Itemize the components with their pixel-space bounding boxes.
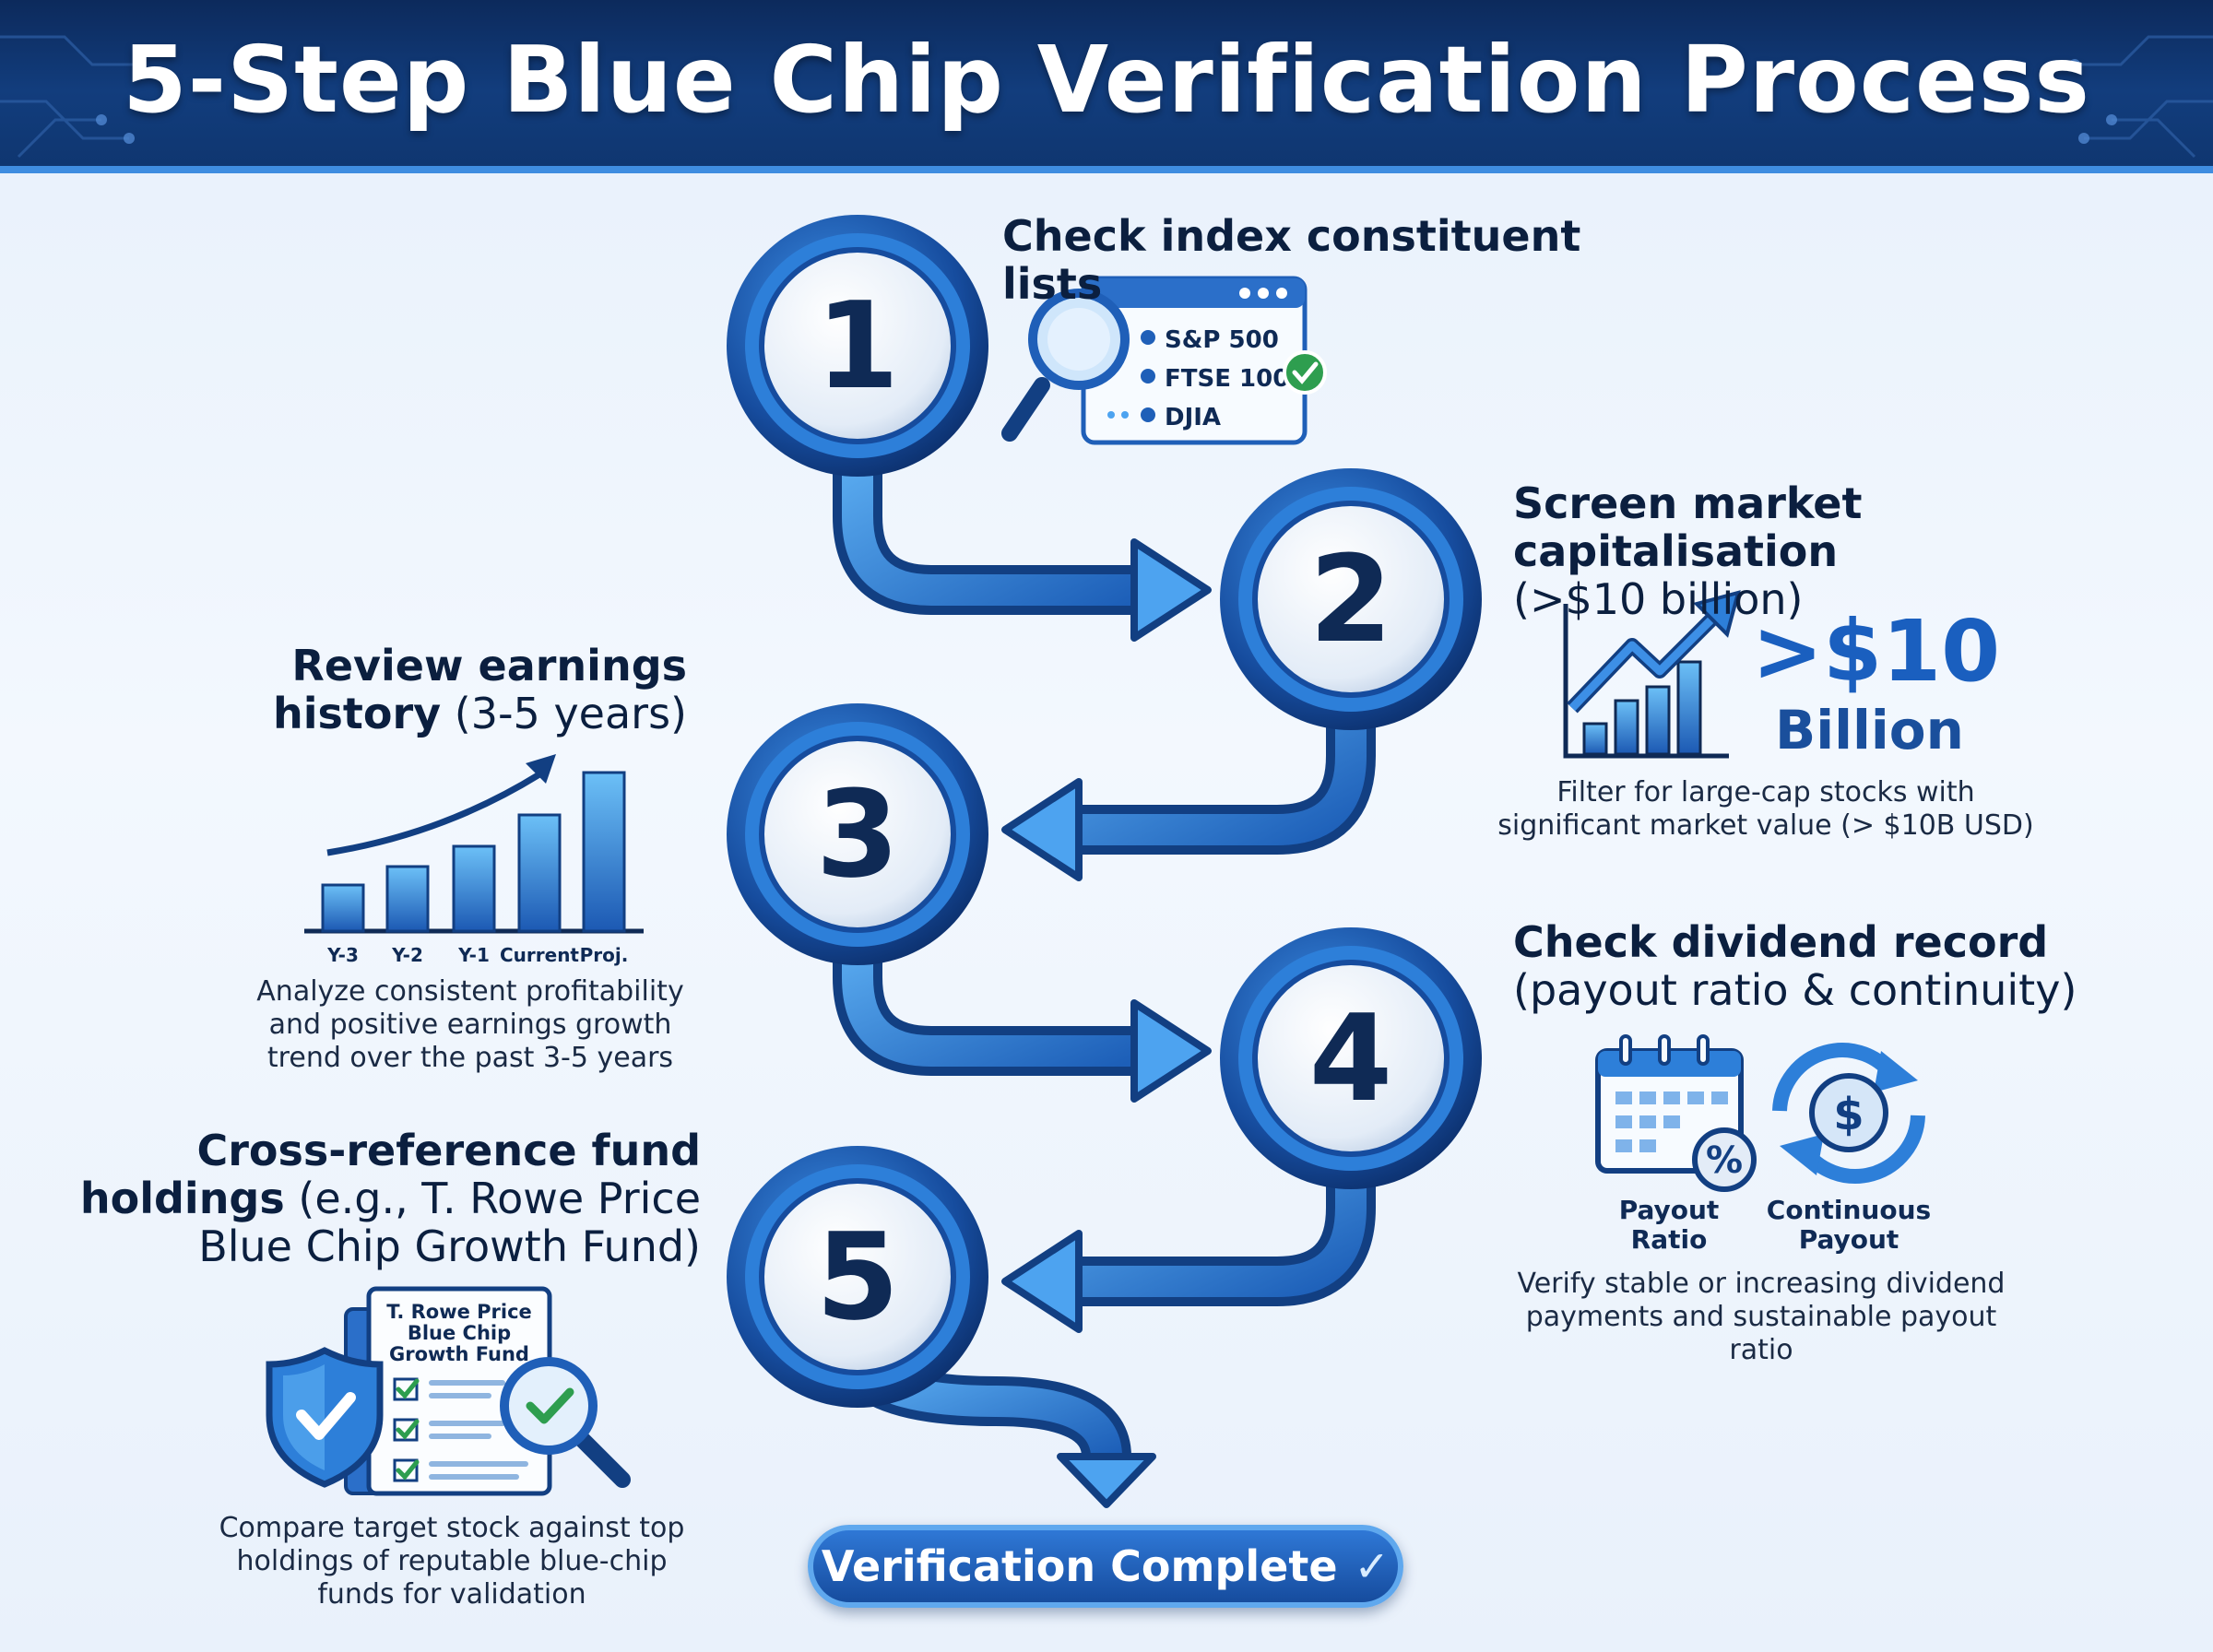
continuous-payout-label-1: Continuous xyxy=(1767,1195,1931,1225)
arrowhead-down-icon xyxy=(1057,1453,1156,1508)
step-2-number: 2 xyxy=(1309,529,1392,669)
arrowhead-left-icon xyxy=(1001,778,1083,881)
calendar-icon: % xyxy=(1595,1034,1757,1192)
header-banner: 5-Step Blue Chip Verification Process xyxy=(0,0,2213,173)
checkmark-icon: ✓ xyxy=(1354,1541,1391,1591)
arrowhead-right-icon xyxy=(1130,999,1212,1103)
earnings-chart-icon xyxy=(304,754,644,934)
doc-title-line-3: Growth Fund xyxy=(389,1343,529,1365)
step-1-heading: Check index constituent lists xyxy=(1002,211,1581,309)
payout-ratio-label-2: Ratio xyxy=(1631,1224,1708,1255)
step-5-heading: Cross-reference fund holdings (e.g., T. … xyxy=(79,1126,701,1271)
step-4-circle: 4 xyxy=(1220,927,1482,1189)
arrowhead-right-icon xyxy=(1130,538,1212,642)
doc-title-line-1: T. Rowe Price xyxy=(386,1301,532,1323)
arrowhead-left-icon xyxy=(1001,1230,1083,1333)
index-djia-label: DJIA xyxy=(1165,404,1221,431)
index-ftse100-label: FTSE 100 xyxy=(1165,365,1289,393)
step-5-number: 5 xyxy=(816,1207,899,1347)
step-1-number: 1 xyxy=(816,276,899,416)
chart-label-y3: Y-3 xyxy=(326,944,359,966)
magnifier-icon xyxy=(1001,289,1130,442)
shield-check-icon xyxy=(266,1347,384,1488)
step-4-number: 4 xyxy=(1309,988,1392,1128)
fund-document-icon: T. Rowe Price Blue Chip Growth Fund xyxy=(344,1286,552,1496)
market-cap-badge-unit: Billion xyxy=(1775,699,1964,761)
percent-symbol: % xyxy=(1706,1139,1743,1182)
market-cap-badge-value: >$10 xyxy=(1752,602,2000,701)
step-4-heading: Check dividend record (payout ratio & co… xyxy=(1513,917,2077,1015)
continuous-payout-label-2: Payout xyxy=(1799,1224,1899,1255)
step-3-number: 3 xyxy=(816,764,899,904)
chart-label-y1: Y-1 xyxy=(457,944,490,966)
page-title: 5-Step Blue Chip Verification Process xyxy=(123,26,2090,134)
step-3-circle: 3 xyxy=(727,703,988,965)
check-circle-icon xyxy=(1283,350,1327,395)
doc-title-line-2: Blue Chip xyxy=(408,1322,511,1344)
step-5-circle: 5 xyxy=(727,1146,988,1408)
step-3-heading: Review earnings history (3-5 years) xyxy=(272,641,687,738)
step-2-circle: 2 xyxy=(1220,468,1482,730)
chart-label-proj: Proj. xyxy=(580,944,629,966)
market-cap-chart-icon xyxy=(1563,590,1741,759)
circuit-pattern-icon xyxy=(0,35,2213,159)
payout-ratio-label-1: Payout xyxy=(1619,1195,1720,1225)
step-1-circle: 1 xyxy=(727,215,988,477)
index-sp500-label: S&P 500 xyxy=(1165,326,1279,354)
verification-complete-badge: Verification Complete ✓ xyxy=(808,1525,1403,1608)
step-2-heading: Screen market capitalisation (>$10 billi… xyxy=(1513,478,1863,624)
verification-complete-label: Verification Complete xyxy=(821,1541,1338,1591)
magnifier-check-icon xyxy=(500,1357,631,1488)
chart-label-y2: Y-2 xyxy=(391,944,423,966)
continuous-payout-cycle-icon: $ xyxy=(1772,1043,1925,1184)
index-list-window-icon: S&P 500 FTSE 100 DJIA xyxy=(1081,276,1327,445)
dollar-symbol: $ xyxy=(1833,1089,1864,1140)
chart-label-current: Current xyxy=(500,944,579,966)
